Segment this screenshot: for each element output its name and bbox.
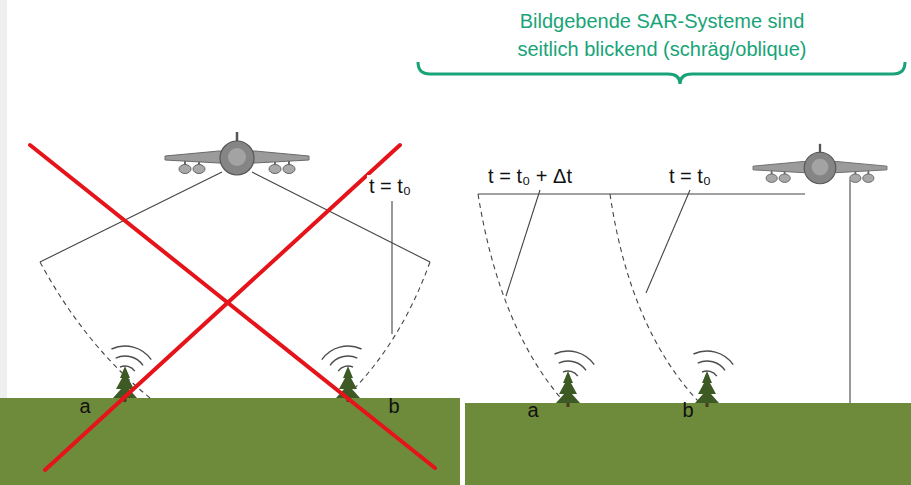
echo-waves — [693, 351, 733, 376]
nadir-geometry — [40, 172, 430, 398]
tree — [556, 371, 580, 407]
point-label: a — [77, 395, 92, 418]
echo-waves — [554, 351, 594, 376]
time-label: t = t₀ + Δt — [486, 165, 574, 188]
point-label: b — [680, 399, 695, 422]
airplane — [165, 132, 309, 175]
side-looking-geometry — [478, 180, 850, 403]
tree — [695, 371, 719, 407]
point-label: b — [386, 395, 401, 418]
echo-waves — [322, 346, 362, 371]
time-label: t = t₀ — [667, 165, 713, 188]
airplane — [753, 144, 887, 184]
echo-waves — [111, 346, 151, 371]
time-label: t = t₀ — [367, 175, 413, 198]
annotation-text: Bildgebende SAR-Systeme sind seitlich bl… — [488, 7, 837, 63]
point-label: a — [525, 399, 540, 422]
bracket — [418, 62, 905, 84]
cross-out — [30, 145, 435, 470]
